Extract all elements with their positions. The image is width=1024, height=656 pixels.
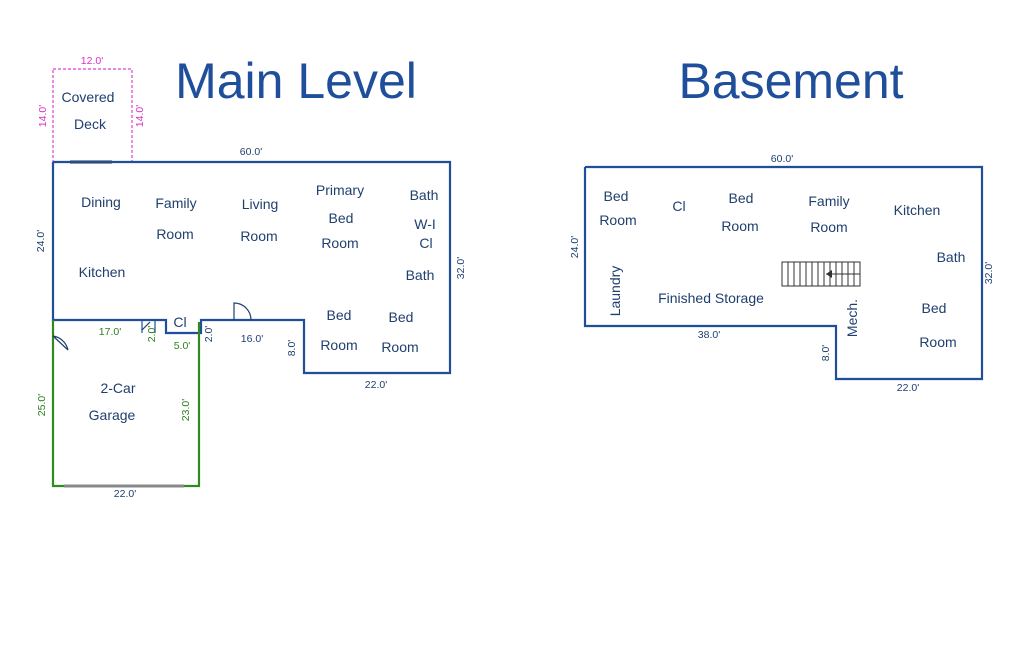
closet-door [141, 321, 151, 331]
basement-dim-bottom: 22.0' [897, 382, 919, 394]
label-dining: Dining [81, 194, 121, 210]
basement-plan: Bed Room Cl Bed Room Family Room Kitchen… [569, 153, 995, 394]
label-living-room: Room [240, 228, 277, 244]
basement-label-bed2-room: Room [721, 218, 758, 234]
basement-walls [583, 165, 984, 381]
garage-entry-door [52, 335, 69, 351]
label-deck: Deck [74, 116, 107, 132]
stairs-icon [781, 261, 861, 287]
label-primary-bed: Bed [329, 210, 354, 226]
basement-label-kitchen: Kitchen [894, 202, 941, 218]
dim-main-bottom: 22.0' [365, 379, 387, 391]
basement-label-laundry: Laundry [607, 266, 623, 317]
label-bath-top: Bath [410, 187, 439, 203]
basement-label-mech: Mech. [844, 299, 860, 337]
dim-eight: 8.0' [286, 340, 298, 357]
label-primary: Primary [316, 182, 364, 198]
basement-label-bath: Bath [937, 249, 966, 265]
label-garage-2: Garage [89, 407, 136, 423]
dim-closet-width: 2.0' [146, 326, 158, 343]
dim-main-left: 24.0' [35, 230, 47, 252]
dim-garage-right: 23.0' [180, 399, 192, 421]
dim-five: 5.0' [174, 340, 191, 352]
label-bed2-room: Room [381, 339, 418, 355]
dim-deck-width: 12.0' [81, 55, 103, 67]
label-bath-lower: Bath [406, 267, 435, 283]
dim-deck-right: 14.0' [134, 105, 146, 127]
basement-label-bed1-room: Room [599, 212, 636, 228]
label-kitchen: Kitchen [79, 264, 126, 280]
dim-main-top: 60.0' [240, 146, 262, 158]
label-bed1-room: Room [320, 337, 357, 353]
dim-garage-bottom: 22.0' [114, 488, 136, 500]
basement-label-bed3-room: Room [919, 334, 956, 350]
label-covered: Covered [62, 89, 115, 105]
basement-label-bed1: Bed [604, 188, 629, 204]
basement-label-family-room: Room [810, 219, 847, 235]
label-living: Living [242, 196, 279, 212]
main-level-plan: Covered Deck Dining Family Room Living R… [35, 55, 467, 500]
label-bed2: Bed [389, 309, 414, 325]
basement-label-storage: Finished Storage [658, 290, 764, 306]
basement-dim-thirtyeight: 38.0' [698, 329, 720, 341]
label-bed1: Bed [327, 307, 352, 323]
dim-main-right: 32.0' [455, 257, 467, 279]
basement-label-closet: Cl [672, 198, 685, 214]
dim-garage-left: 25.0' [36, 394, 48, 416]
label-wi-cl: Cl [419, 235, 432, 251]
label-family-room: Room [156, 226, 193, 242]
label-wi: W-I [414, 216, 436, 232]
label-primary-room: Room [321, 235, 358, 251]
label-family: Family [155, 195, 196, 211]
dim-two: 2.0' [203, 326, 215, 343]
basement-dim-right: 32.0' [983, 262, 995, 284]
hall-door [233, 302, 252, 321]
basement-title: Basement [678, 53, 903, 109]
dim-sixteen: 16.0' [241, 333, 263, 345]
dim-seventeen: 17.0' [99, 326, 121, 338]
basement-label-family: Family [808, 193, 849, 209]
basement-label-bed2: Bed [729, 190, 754, 206]
label-closet: Cl [173, 314, 186, 330]
dim-deck-left: 14.0' [37, 105, 49, 127]
basement-label-bed3: Bed [922, 300, 947, 316]
basement-dim-left: 24.0' [569, 236, 581, 258]
basement-dim-eight: 8.0' [820, 345, 832, 362]
label-garage-1: 2-Car [100, 380, 135, 396]
main-house-walls [51, 160, 452, 375]
basement-dim-top: 60.0' [771, 153, 793, 165]
main-level-title: Main Level [175, 53, 417, 109]
